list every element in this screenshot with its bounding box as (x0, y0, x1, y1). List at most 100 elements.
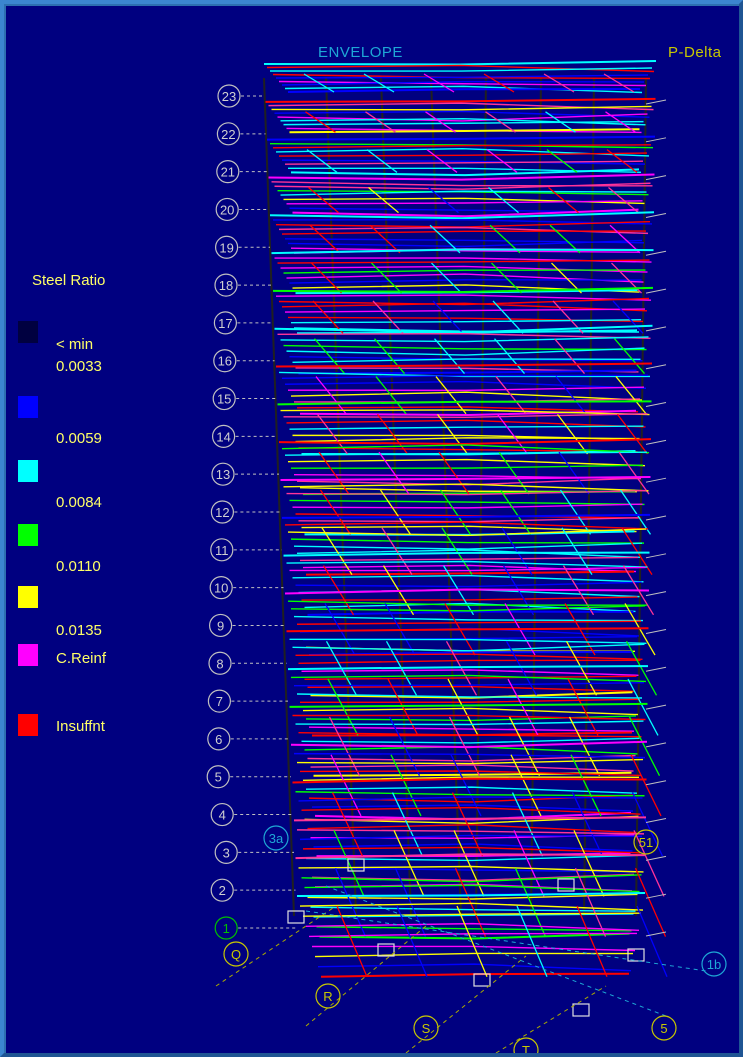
ledger-line (645, 137, 667, 143)
slab-edge (439, 489, 472, 535)
legend-label-below-min: < min (56, 336, 94, 353)
slab-edge (447, 678, 479, 736)
slab-edge (308, 186, 339, 214)
legend-value-3: 0.0084 (56, 494, 102, 511)
floor-beam (307, 685, 635, 692)
slab-edge (387, 678, 419, 736)
level-bubble (210, 500, 234, 524)
slab-edge (510, 754, 542, 817)
slab-edge (551, 262, 582, 294)
floor-beam (278, 371, 651, 378)
level-label: 6 (215, 732, 222, 747)
floor-beam (292, 777, 647, 784)
level-label: 3 (223, 845, 230, 860)
level-bubble (213, 349, 237, 373)
slab-edge (558, 451, 590, 495)
slab-edge (315, 376, 347, 415)
floor-beam (295, 581, 642, 588)
floor-beam (319, 932, 630, 940)
floor-beam (302, 912, 642, 917)
floor-beam (290, 391, 643, 401)
slab-edge (379, 489, 412, 535)
slab-edge (492, 300, 524, 334)
floor-beam (296, 758, 644, 765)
floor-beam (311, 873, 635, 882)
floor-beam (290, 168, 640, 177)
slab-edge (555, 376, 587, 415)
slab-edge (488, 186, 519, 214)
slab-edge (606, 149, 638, 173)
floor-beam (275, 362, 653, 368)
slab-edge (494, 338, 525, 374)
slab-edge (513, 830, 545, 897)
grid-line (305, 925, 427, 1027)
slab-edge (426, 149, 458, 173)
support-base (627, 948, 645, 962)
floor-beam (295, 437, 640, 443)
ledger-line (645, 553, 667, 559)
floor-beam (304, 602, 636, 613)
slab-edge (495, 376, 527, 415)
floor-beam (296, 406, 639, 413)
floor-beam (305, 570, 635, 576)
grid-line (305, 910, 707, 972)
floor-beam (269, 67, 653, 72)
grid-bubble-label: 51 (639, 835, 653, 850)
level-label: 13 (216, 467, 230, 482)
structure-3d-view[interactable]: 2322212019181716151413121110987654321QRS… (6, 6, 739, 1053)
floor-beam (299, 834, 643, 841)
slab-edge (432, 300, 464, 334)
slab-edge (546, 149, 578, 173)
floor-beam (302, 707, 639, 716)
floor-beam (283, 120, 644, 126)
slab-edge (483, 73, 515, 93)
floor-beam (301, 737, 640, 744)
floor-beam (290, 319, 642, 324)
legend-swatch-band-3 (18, 524, 38, 546)
slab-edge (614, 338, 645, 374)
slab-edge (507, 678, 539, 736)
slab-edge (311, 262, 342, 294)
level-bubble (216, 160, 240, 184)
floor-beam (287, 88, 641, 93)
floor-beam (316, 926, 632, 932)
slab-edge (368, 186, 399, 214)
slab-edge (636, 905, 668, 978)
level-label: 11 (215, 543, 229, 558)
floor-beam (314, 952, 634, 958)
slab-edge (423, 73, 455, 93)
floor-beam (266, 135, 656, 141)
support-base (287, 910, 305, 924)
ledger-line (645, 818, 667, 824)
slab-edge (363, 73, 395, 93)
legend-swatch-band-2 (18, 460, 38, 482)
level-label: 12 (215, 505, 229, 520)
legend-value-4: 0.0110 (56, 558, 101, 575)
floor-beam (274, 182, 651, 190)
slab-edge (559, 489, 592, 535)
floor-beam (289, 638, 647, 644)
floor-beam (280, 336, 649, 343)
floor-beam (271, 105, 652, 111)
slab-edge (486, 149, 518, 173)
floor-beam (281, 513, 651, 519)
slab-edge (434, 338, 465, 374)
slab-edge (608, 186, 639, 214)
slab-edge (501, 527, 533, 575)
floor-beam (296, 892, 646, 897)
slab-edge (429, 224, 461, 254)
slab-edge (396, 905, 428, 978)
legend-value-2: 0.0059 (56, 430, 102, 447)
floor-beam (289, 702, 648, 708)
floor-beam (286, 200, 643, 205)
floor-beam (290, 464, 644, 469)
floor-beam (281, 159, 646, 165)
ledger-line (645, 439, 667, 445)
floor-beam (311, 945, 636, 952)
level-label: 1 (223, 921, 230, 936)
slab-edge (615, 376, 647, 415)
level-label: 4 (219, 808, 226, 823)
floor-beam (284, 308, 646, 313)
floor-beam (290, 538, 645, 544)
